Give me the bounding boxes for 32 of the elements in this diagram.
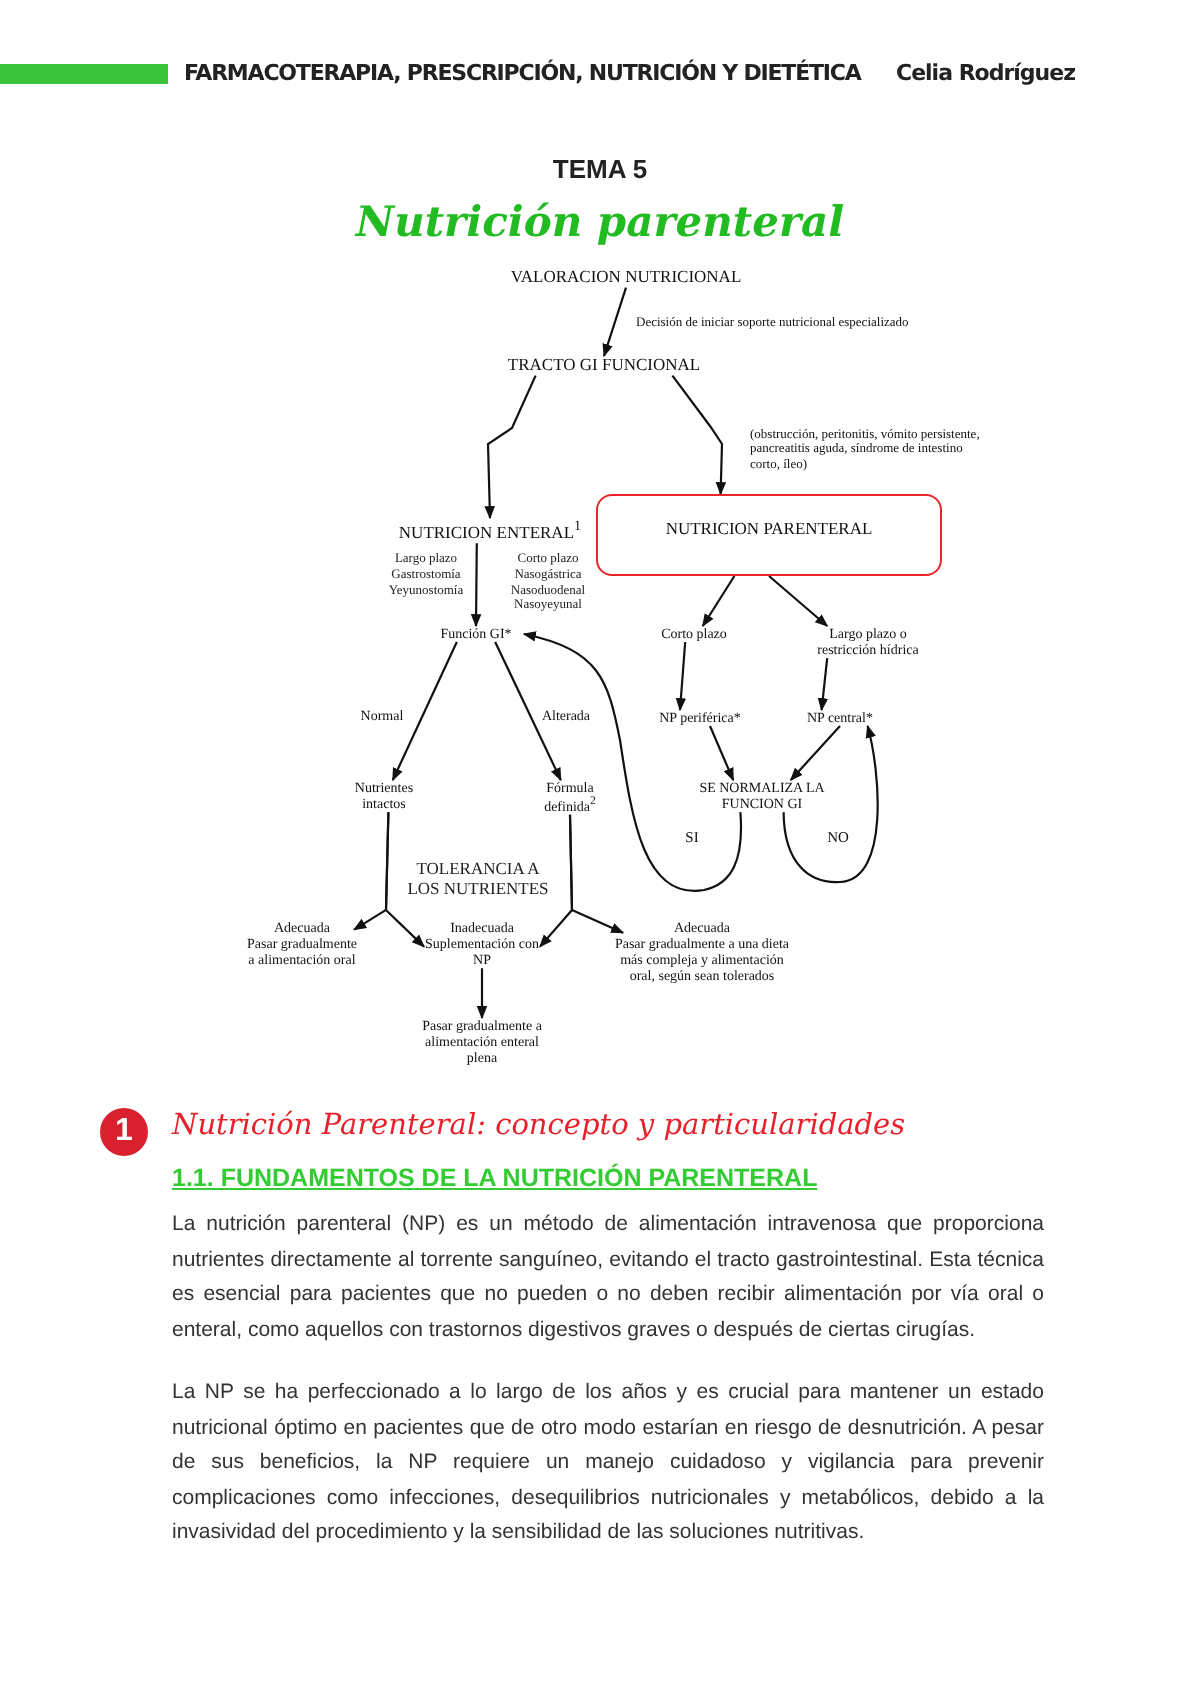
arrow xyxy=(568,814,625,934)
arrow xyxy=(817,658,829,712)
flow-label: VALORACION NUTRICIONAL xyxy=(480,268,772,288)
paragraph: La NP se ha perfeccionado a lo largo de los años y es crucial para mantener un estado nutricional óptimo en pacientes que de otro modo estarían en riesgo de desnutrición. A pesar de sus beneficios, la NP requiere un manejo cuidadoso y vigilancia para prevenir complicaciones como infecciones, desequilibrios nutricionales y metabólicos, debido a la invasividad del procedimiento y la sensibilidad de las soluciones nutritivas. xyxy=(172,1378,1044,1548)
paragraph: La nutrición parenteral (NP) es un método de alimentación intravenosa que proporciona nutrientes directamente al torrente sanguíneo, evitando el tracto gastrointestinal. Esta técnica es esencial para pacientes que no pueden o no deben recibir alimentación por vía oral o enteral, como aquellos con trastornos digestivos graves o después de ciertas cirugías. xyxy=(172,1210,1044,1345)
number-badge: 1 xyxy=(100,1108,148,1156)
arrow xyxy=(522,631,743,892)
arrow xyxy=(782,724,879,884)
arrow xyxy=(602,287,628,358)
arrow xyxy=(675,641,687,712)
section-heading: Nutrición Parenteral: concepto y particularidades xyxy=(172,1110,906,1142)
arrow xyxy=(384,812,425,948)
header-text: FARMACOTERAPIA, PRESCRIPCIÓN, NUTRICIÓN Y DIETÉTICA xyxy=(184,60,861,86)
arrow xyxy=(391,641,458,782)
flow-heading: TOLERANCIA A LOS NUTRIENTES xyxy=(405,860,551,900)
arrow xyxy=(494,641,562,782)
flow-label: NUTRICION ENTERAL$^{1}$ xyxy=(380,518,600,544)
flow-label: TRACTO GI FUNCIONAL xyxy=(490,356,718,376)
rounded-box xyxy=(596,494,942,576)
arrow xyxy=(476,968,488,1020)
page-title: Nutrición parenteral xyxy=(352,196,847,246)
arrow xyxy=(484,375,537,520)
arrow xyxy=(701,575,736,628)
author-name: Celia Rodríguez xyxy=(896,60,1075,86)
arrow xyxy=(671,374,727,496)
subsection-heading: 1.1. FUNDAMENTOS DE LA NUTRICIÓN PARENTERAL xyxy=(172,1164,818,1192)
arrow xyxy=(789,725,841,781)
flow-label: NUTRICION PARENTERAL xyxy=(663,520,875,540)
arrow xyxy=(709,725,735,782)
section-number: TEMA 5 xyxy=(550,154,650,184)
arrow xyxy=(470,543,482,628)
arrow xyxy=(768,575,829,627)
